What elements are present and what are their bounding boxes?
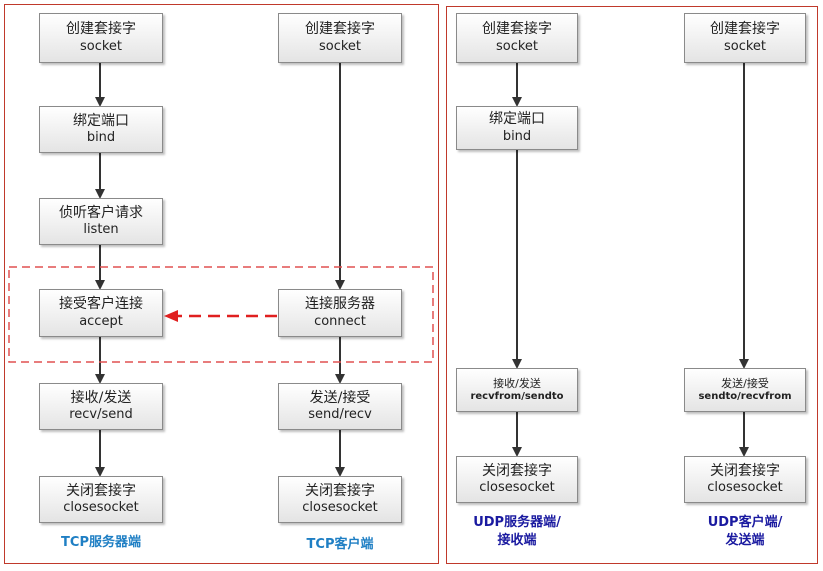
udp-client-caption: UDP客户端/ 发送端 — [674, 514, 816, 550]
box-label-cn: 绑定端口 — [73, 112, 129, 129]
tcp-client-connect-box: 连接服务器 connect — [278, 289, 402, 337]
box-label-en: listen — [83, 222, 119, 238]
box-label-en: socket — [723, 38, 767, 54]
tcp-server-accept-box: 接受客户连接 accept — [39, 289, 163, 337]
udp-client-sendto-recvfrom-box: 发送/接受 sendto/recvfrom — [684, 368, 806, 412]
box-label-cn: 接收/发送 — [493, 376, 541, 390]
box-label-en: connect — [314, 313, 366, 329]
tcp-server-close-box: 关闭套接字 closesocket — [39, 476, 163, 523]
box-label-en: accept — [79, 313, 123, 329]
tcp-server-socket-box: 创建套接字 socket — [39, 13, 163, 63]
tcp-server-caption: TCP服务器端 — [61, 535, 141, 550]
tcp-client-close-box: 关闭套接字 closesocket — [278, 476, 402, 523]
box-label-cn: 关闭套接字 — [305, 482, 375, 499]
tcp-client-send-recv-box: 发送/接受 send/recv — [278, 383, 402, 430]
box-label-en: bind — [502, 128, 532, 144]
tcp-client-caption: TCP客户端 — [306, 537, 374, 552]
udp-server-recvfrom-sendto-box: 接收/发送 recvfrom/sendto — [456, 368, 578, 412]
box-label-cn: 创建套接字 — [66, 21, 136, 38]
box-label-en: send/recv — [308, 407, 372, 423]
box-label-en: closesocket — [707, 480, 783, 496]
box-label-cn: 接收/发送 — [70, 389, 132, 406]
box-label-cn: 创建套接字 — [305, 21, 375, 38]
udp-client-close-box: 关闭套接字 closesocket — [684, 456, 806, 503]
box-label-en: recvfrom/sendto — [470, 390, 564, 402]
box-label-en: socket — [318, 38, 362, 54]
udp-client-socket-box: 创建套接字 socket — [684, 13, 806, 63]
udp-server-caption: UDP服务器端/ 接收端 — [446, 514, 588, 550]
box-label-cn: 关闭套接字 — [66, 482, 136, 499]
udp-client-caption-line1: UDP客户端/ — [707, 515, 783, 530]
tcp-panel — [4, 4, 439, 564]
box-label-cn: 连接服务器 — [305, 296, 375, 313]
box-label-cn: 关闭套接字 — [710, 462, 780, 479]
box-label-en: socket — [495, 38, 539, 54]
box-label-cn: 绑定端口 — [489, 111, 545, 128]
udp-server-caption-line2: 接收端 — [497, 533, 537, 549]
box-label-cn: 创建套接字 — [482, 21, 552, 38]
box-label-en: bind — [86, 130, 116, 146]
tcp-server-recv-send-box: 接收/发送 recv/send — [39, 383, 163, 430]
box-label-en: sendto/recvfrom — [698, 390, 792, 402]
tcp-server-listen-box: 侦听客户请求 listen — [39, 198, 163, 245]
udp-panel — [446, 6, 818, 564]
box-label-en: recv/send — [69, 407, 133, 423]
box-label-cn: 接受客户连接 — [59, 296, 143, 313]
udp-client-caption-line2: 发送端 — [725, 533, 765, 549]
box-label-cn: 创建套接字 — [710, 21, 780, 38]
box-label-cn: 关闭套接字 — [482, 462, 552, 479]
box-label-cn: 侦听客户请求 — [59, 204, 143, 221]
box-label-en: socket — [79, 38, 123, 54]
tcp-server-bind-box: 绑定端口 bind — [39, 106, 163, 153]
box-label-en: closesocket — [63, 500, 139, 516]
box-label-en: closesocket — [302, 500, 378, 516]
udp-server-socket-box: 创建套接字 socket — [456, 13, 578, 63]
tcp-client-socket-box: 创建套接字 socket — [278, 13, 402, 63]
udp-server-close-box: 关闭套接字 closesocket — [456, 456, 578, 503]
udp-server-caption-line1: UDP服务器端/ — [473, 515, 561, 530]
box-label-cn: 发送/接受 — [721, 376, 769, 390]
udp-server-bind-box: 绑定端口 bind — [456, 106, 578, 150]
connection-highlight-frame — [8, 266, 434, 363]
box-label-cn: 发送/接受 — [309, 389, 371, 406]
box-label-en: closesocket — [479, 480, 555, 496]
